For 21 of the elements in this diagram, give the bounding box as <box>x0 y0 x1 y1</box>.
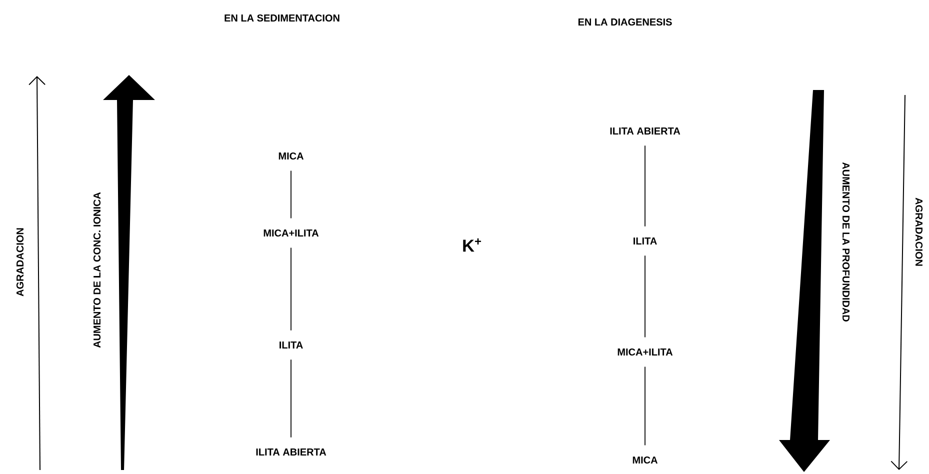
connector-line <box>644 255 646 338</box>
mineral-label: MICA <box>278 152 304 160</box>
axis-label: AGRADACION <box>16 228 24 296</box>
heading: EN LA SEDIMENTACION <box>224 14 340 22</box>
mineral-label: ILITA ABIERTA <box>610 128 680 134</box>
ion-label: K$^{+}$ <box>463 238 482 252</box>
connector-line <box>290 359 292 438</box>
connector-line <box>644 145 646 227</box>
axis-label: AGRADACION <box>915 198 923 266</box>
axis-label: AUMENTO DE LA CONC. IONICA <box>93 192 101 348</box>
mineral-label: ILITA <box>280 342 303 348</box>
connector-line <box>290 247 292 331</box>
connector-line <box>290 170 292 219</box>
mineral-label: MICA+ILITA <box>264 229 319 237</box>
mineral-label: ILITA <box>634 238 657 244</box>
mineral-label: ILITA ABIERTA <box>256 448 326 456</box>
mineral-label: MICA+ILITA <box>618 348 673 356</box>
connector-line <box>644 366 646 446</box>
heading: EN LA DIAGENESIS <box>578 18 672 26</box>
axis-label: AUMENTO DE LA PROFUNDIDAD <box>842 162 850 322</box>
mineral-label: MICA <box>632 456 658 464</box>
